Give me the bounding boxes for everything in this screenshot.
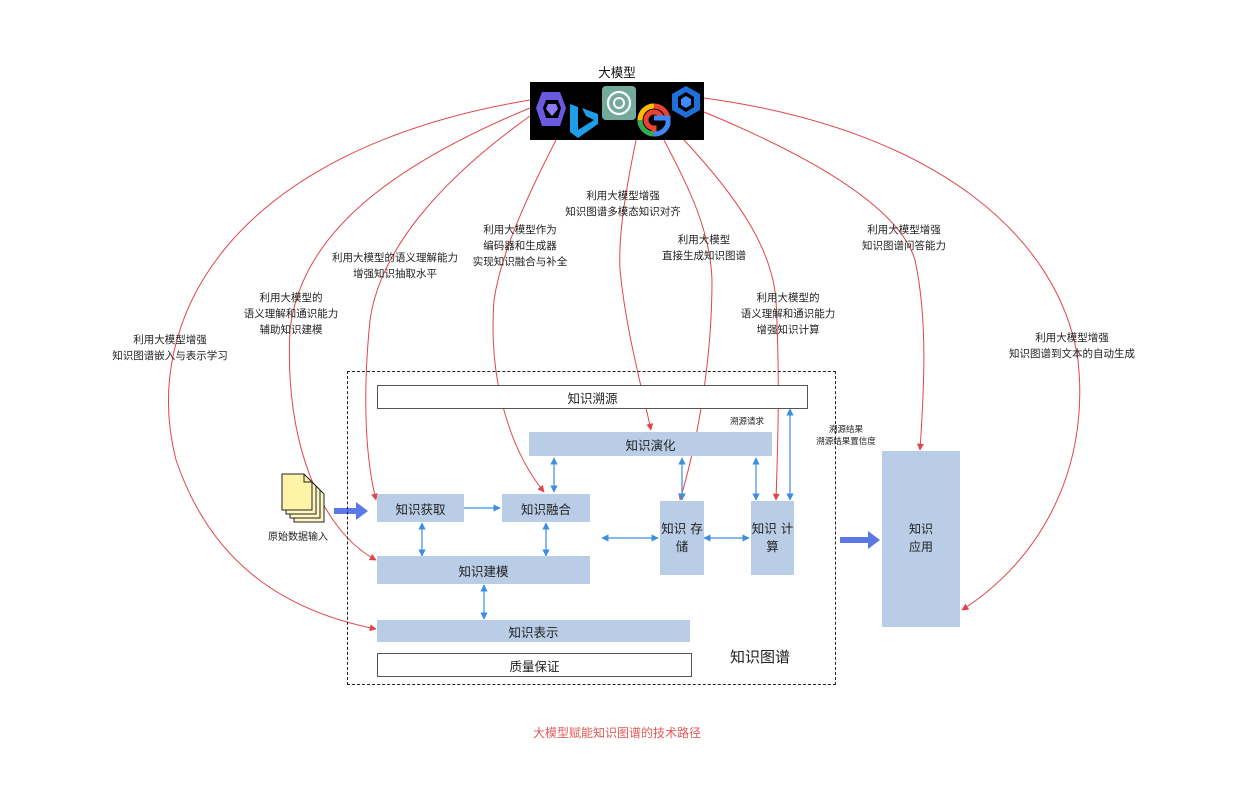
- annotation-compute: 利用大模型的 语义理解和通识能力 增强知识计算: [740, 292, 836, 336]
- application-panel: [882, 451, 960, 627]
- llm-title: 大模型: [598, 65, 636, 80]
- knowledge-trace-box: 知识溯源: [377, 385, 808, 409]
- annotation-embed: 利用大模型增强 知识图谱嵌入与表示学习: [112, 334, 228, 362]
- red-arrow-text-gen: [703, 97, 1081, 611]
- red-arrow-compute: [683, 139, 780, 501]
- google-logo-icon: [637, 103, 671, 137]
- annotation-modeling: 利用大模型的 语义理解和通识能力 辅助知识建模: [243, 292, 339, 336]
- figure-caption: 大模型赋能知识图谱的技术路径: [532, 726, 701, 740]
- bing-logo-icon: [570, 104, 598, 138]
- red-arrow-embed: [168, 99, 531, 632]
- knowledge-represent-box: 知识表示: [377, 620, 690, 642]
- knowledge-graph-label: 知识图谱: [730, 648, 791, 666]
- knowledge-fuse-box: 知识融合: [502, 494, 590, 522]
- knowledge-compute-box: 知识 计算: [751, 501, 794, 575]
- red-arrow-qa: [703, 111, 925, 451]
- red-arrow-modeling: [288, 107, 531, 561]
- raw-data-documents-icon: [281, 473, 325, 523]
- annotation-text-gen: 利用大模型增强 知识图谱到文本的自动生成: [1009, 332, 1135, 360]
- ernie-logo-icon: [672, 86, 700, 118]
- annotation-multimodal: 利用大模型增强 知识图谱多模态知识对齐: [565, 190, 681, 218]
- annotation-qa: 利用大模型增强 知识图谱问答能力: [862, 224, 946, 252]
- trace-result-label: 溯源结果 溯源结果置信度: [816, 425, 876, 447]
- knowledge-graph-frame: [347, 371, 836, 685]
- to-application-arrow: [840, 531, 880, 549]
- knowledge-storage-box: 知识 存储: [660, 501, 704, 575]
- red-arrow-extraction: [365, 115, 531, 501]
- application-label: 知识 应用: [908, 522, 933, 554]
- annotation-extraction: 利用大模型的语义理解能力 增强知识抽取水平: [332, 252, 458, 280]
- trace-request-label: 溯源请求: [730, 417, 765, 427]
- annotation-direct: 利用大模型 直接生成知识图谱: [662, 234, 746, 262]
- chatgpt-logo-icon: [602, 86, 636, 120]
- knowledge-model-box: 知识建模: [377, 556, 590, 584]
- red-arrow-fusion: [492, 139, 557, 493]
- raw-input-arrow: [334, 502, 368, 520]
- claude-logo-icon: [536, 92, 566, 126]
- raw-input-label: 原始数据输入: [268, 532, 328, 543]
- annotation-fusion: 利用大模型作为 编码器和生成器 实现知识融合与补全: [472, 224, 568, 268]
- knowledge-evolve-box: 知识演化: [529, 432, 772, 456]
- llm-logo-strip: [530, 82, 704, 140]
- knowledge-acquire-box: 知识获取: [377, 494, 464, 522]
- quality-assurance-box: 质量保证: [377, 653, 692, 677]
